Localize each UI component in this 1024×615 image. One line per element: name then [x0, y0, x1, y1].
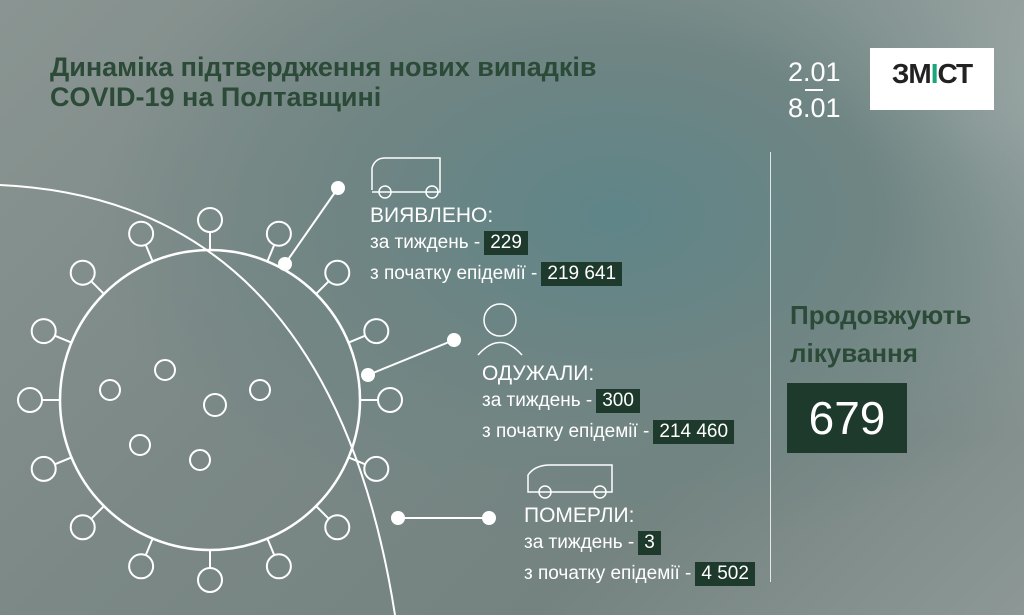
recovered-heading: ОДУЖАЛИ:	[482, 362, 595, 385]
virus-spike	[348, 334, 366, 344]
virus-spike-head	[197, 567, 223, 593]
virus-outline-arc	[0, 184, 396, 615]
week-label: за тиждень -	[524, 532, 635, 553]
virus-spike-head	[128, 220, 155, 247]
ambulance-icon	[371, 157, 441, 193]
person-icon	[483, 303, 517, 337]
virus-spike-head	[30, 318, 57, 345]
virus-spike	[54, 334, 72, 344]
virus-spike	[315, 280, 330, 295]
virus-spike-head	[377, 387, 403, 413]
virus-spike	[54, 456, 72, 466]
recovered-block: ОДУЖАЛИ: за тиждень -300 з початку епіде…	[482, 360, 735, 445]
died-total-value: 4 502	[695, 562, 755, 586]
virus-spike-head	[69, 259, 96, 286]
virus-spike-head	[128, 553, 155, 580]
virus-spike-head	[30, 455, 57, 482]
died-week-value: 3	[638, 531, 661, 555]
recovered-week-value: 300	[596, 389, 640, 413]
virus-spike-head	[265, 553, 292, 580]
detected-heading: ВИЯВЛЕНО:	[370, 204, 494, 227]
died-heading: ПОМЕРЛИ:	[524, 504, 635, 527]
total-label: з початку епідемії -	[482, 421, 650, 442]
detected-week-value: 229	[484, 231, 528, 255]
virus-spike	[144, 538, 154, 556]
virus-spike	[266, 244, 276, 262]
logo: ЗМІСТ	[870, 48, 994, 110]
virus-spike-head	[69, 514, 96, 541]
recovered-total-value: 214 460	[653, 420, 735, 444]
virus-spike-head	[363, 455, 390, 482]
virus-spike-head	[265, 220, 292, 247]
divider	[770, 152, 771, 582]
hearse-icon	[527, 464, 613, 493]
total-label: з початку епідемії -	[370, 263, 538, 284]
virus-spike	[90, 505, 105, 520]
virus-spike-head	[324, 259, 351, 286]
virus-spike	[315, 505, 330, 520]
virus-spike-head	[363, 318, 390, 345]
virus-spike-head	[324, 514, 351, 541]
virus-spike	[90, 280, 105, 295]
total-label: з початку епідемії -	[524, 563, 692, 584]
virus-spike-head	[197, 207, 223, 233]
virus-spike	[348, 456, 366, 466]
continuing-treatment-value: 679	[787, 383, 907, 453]
week-label: за тиждень -	[482, 390, 593, 411]
virus-spike	[144, 244, 154, 262]
week-label: за тиждень -	[370, 232, 481, 253]
detected-total-value: 219 641	[541, 262, 623, 286]
virus-body	[58, 248, 362, 552]
virus-spike-head	[17, 387, 43, 413]
detected-block: ВИЯВЛЕНО: за тиждень -229 з початку епід…	[370, 202, 623, 287]
died-block: ПОМЕРЛИ: за тиждень -3 з початку епідемі…	[524, 502, 755, 587]
virus-spike	[266, 538, 276, 556]
